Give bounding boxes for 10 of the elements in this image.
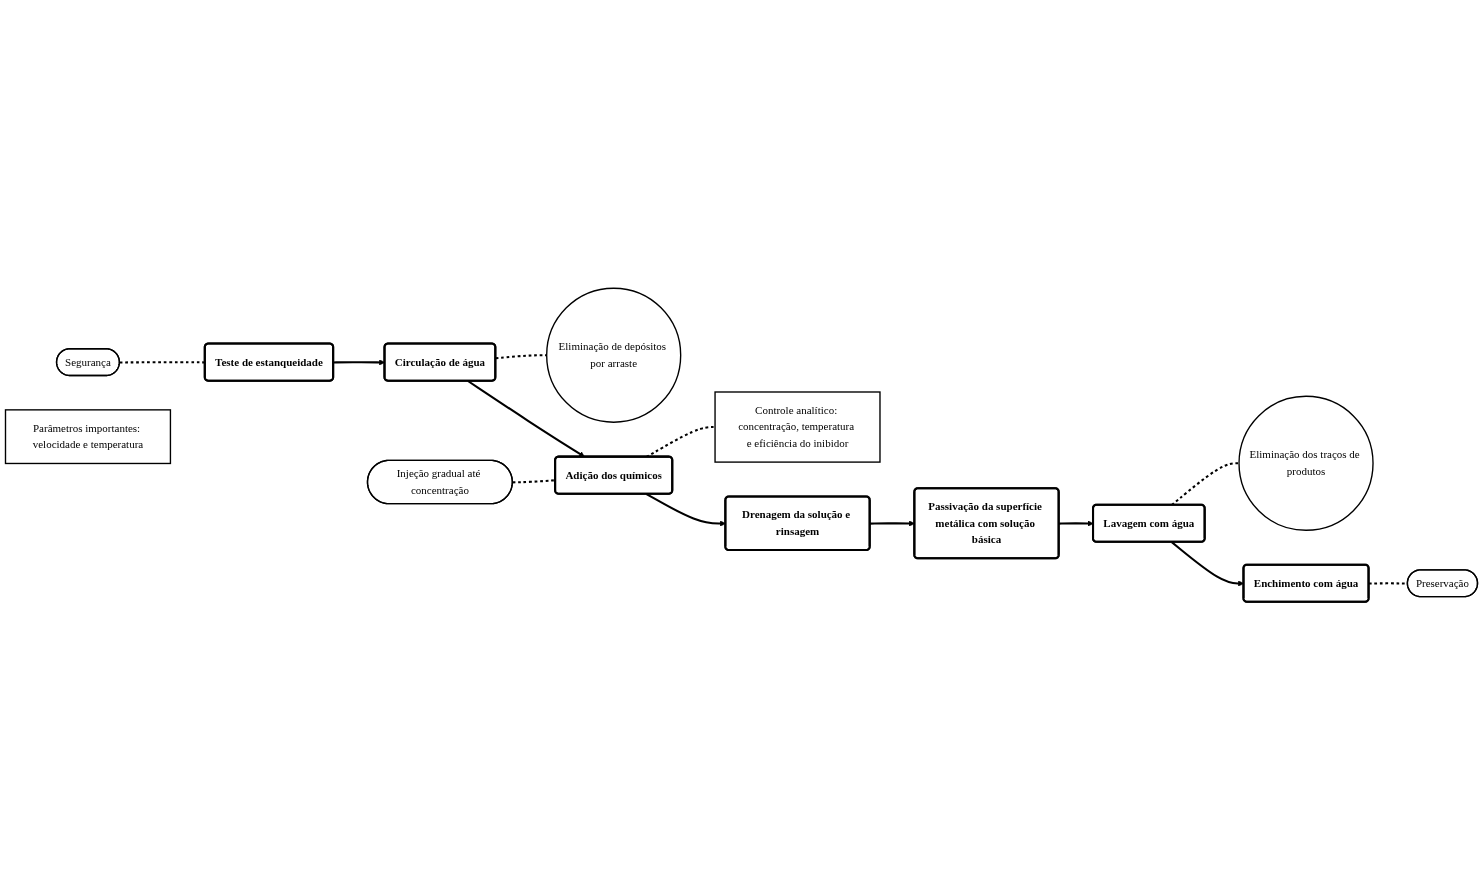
node-box: Controle analítico: concentração, temperatura e eficiência do inibidor [714,391,881,463]
arrow [870,520,915,527]
arrow [1059,520,1094,527]
node-box: Parâmetros importantes: velocidade e temperatura [4,409,172,465]
connector [119,361,206,364]
node-circle: Eliminação de depósitos por arraste [546,287,682,423]
connector [1368,582,1408,585]
node-circle: Eliminação dos traços de produtos [1238,395,1374,531]
connector [512,479,556,484]
arrow [646,493,726,527]
